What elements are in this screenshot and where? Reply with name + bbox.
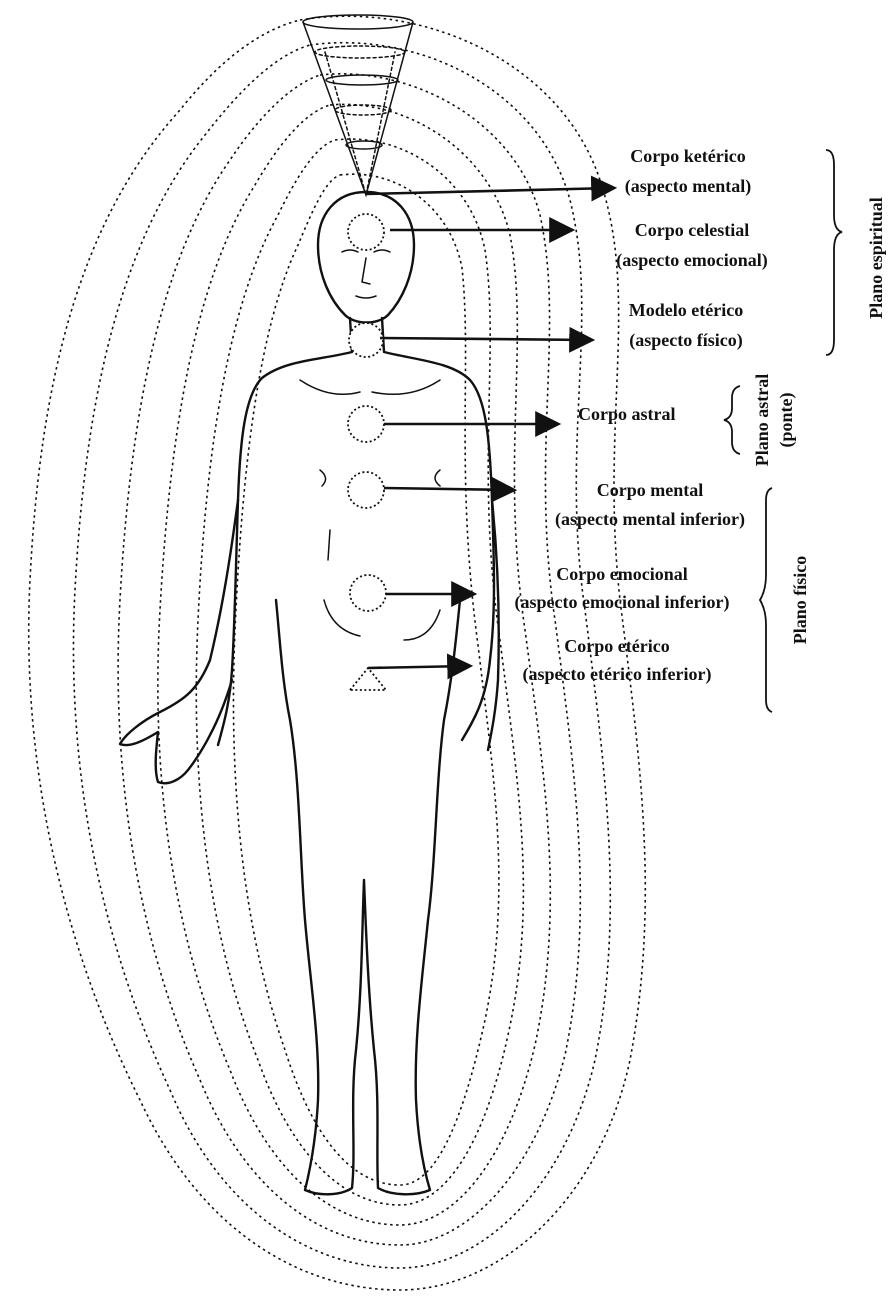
plane-fisico: Plano físico — [790, 556, 810, 645]
label-emocional-title: Corpo emocional — [556, 564, 687, 584]
plane-astral-sub: (ponte) — [776, 393, 797, 448]
label-celestial-title: Corpo celestial — [635, 220, 749, 240]
arrow-keterico — [366, 188, 612, 194]
crown-cones — [303, 15, 413, 195]
arrow-modelo — [380, 338, 590, 340]
label-celestial-sub: (aspecto emocional) — [616, 250, 767, 271]
arrow-mental — [384, 488, 512, 490]
figure-face — [342, 250, 390, 298]
label-emocional-sub: (aspecto emocional inferior) — [515, 592, 730, 613]
label-mental-sub: (aspecto mental inferior) — [555, 509, 745, 530]
label-eterico-sub: (aspecto etérico inferior) — [523, 664, 712, 685]
chakra-crown — [348, 214, 384, 250]
brace-astral — [724, 386, 740, 454]
chakra-solar — [348, 472, 384, 508]
crown-cone-ring-1 — [315, 46, 405, 58]
aura-layer-5 — [196, 139, 523, 1205]
label-keterico-sub: (aspecto mental) — [625, 176, 751, 197]
figure-head — [318, 192, 414, 323]
aura-layer-1 — [29, 16, 646, 1290]
plane-espiritual: Plano espiritual — [866, 197, 886, 319]
label-keterico-title: Corpo ketérico — [630, 146, 745, 166]
chakra-throat — [349, 323, 383, 357]
crown-cone-rim — [303, 15, 413, 29]
human-figure — [120, 192, 499, 1194]
chakra-heart — [348, 406, 384, 442]
label-modelo-title: Modelo etérico — [629, 300, 743, 320]
label-eterico-title: Corpo etérico — [564, 636, 669, 656]
label-astral: Corpo astral — [578, 404, 676, 424]
aura-layers — [29, 16, 646, 1290]
brace-espiritual — [826, 150, 842, 355]
chakra-root-cone — [350, 668, 386, 690]
aura-layer-2 — [73, 43, 610, 1268]
crown-cone-ring-2 — [326, 75, 398, 85]
plane-astral-title: Plano astral — [752, 374, 772, 467]
crown-cone-inner — [325, 52, 395, 195]
label-modelo-sub: (aspecto físico) — [629, 330, 742, 351]
figure-torso — [218, 318, 494, 745]
brace-fisico — [760, 488, 772, 712]
plane-labels: Plano espiritual Plano astral (ponte) Pl… — [752, 197, 886, 644]
label-mental-title: Corpo mental — [597, 480, 704, 500]
chakra-sacral — [350, 575, 386, 611]
chakras — [348, 214, 386, 690]
